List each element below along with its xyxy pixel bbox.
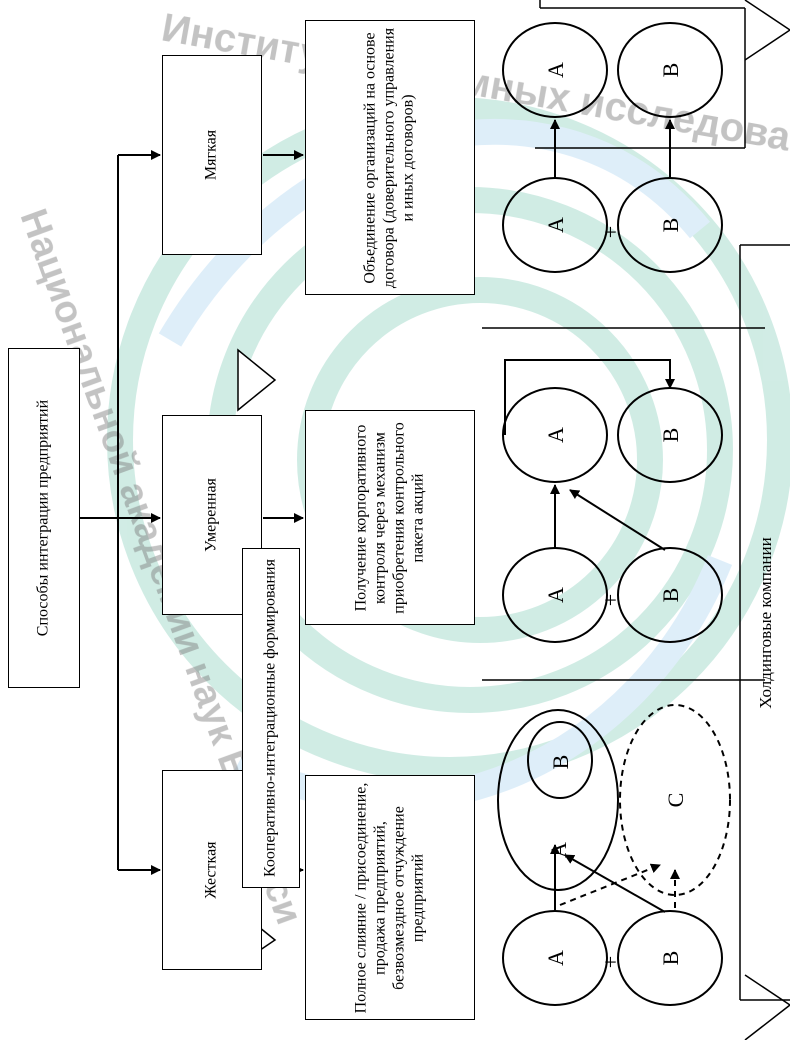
method-soft-label: Мягкая bbox=[202, 129, 220, 181]
circle-a-result bbox=[502, 22, 608, 118]
circle-b-source bbox=[617, 910, 723, 1006]
label-b: В bbox=[658, 951, 683, 966]
label-b: В bbox=[658, 218, 683, 233]
soft-scheme bbox=[502, 0, 746, 273]
arrow-control-link bbox=[504, 359, 675, 435]
label-a: А bbox=[543, 587, 568, 603]
contract-bracket bbox=[535, 0, 745, 149]
description-moderate-text: Получение корпоративного контроля через … bbox=[352, 421, 426, 614]
method-moderate-label: Умеренная bbox=[202, 478, 220, 552]
cooperative-banner: Кооперативно-интеграционные формирования bbox=[242, 548, 300, 888]
holding-banner: Холдинговые компании bbox=[742, 245, 790, 1000]
label-a: А bbox=[543, 217, 568, 233]
holding-banner-label: Холдинговые компании bbox=[755, 536, 775, 709]
holding-banner-tail-bottom bbox=[744, 974, 790, 1040]
arrow-a-dashed bbox=[559, 863, 661, 906]
circle-a-source bbox=[502, 910, 608, 1006]
circle-c-dashed bbox=[619, 704, 731, 896]
circle-b-absorbed bbox=[527, 721, 593, 799]
label-c: С bbox=[663, 793, 688, 808]
label-a: А bbox=[543, 950, 568, 966]
root-box: Способы интеграции предприятий bbox=[8, 348, 80, 688]
circle-a-merged bbox=[497, 709, 619, 891]
label-plus: + bbox=[598, 226, 623, 238]
cooperative-banner-tail-top bbox=[237, 348, 277, 412]
moderate-scheme bbox=[502, 359, 723, 643]
arrow-b-to-a bbox=[569, 489, 666, 551]
circle-b-result bbox=[617, 22, 723, 118]
method-hard-label: Жесткая bbox=[202, 841, 220, 899]
root-label: Способы интеграции предприятий bbox=[34, 399, 52, 637]
label-plus: + bbox=[598, 956, 623, 968]
label-a: А bbox=[546, 842, 571, 858]
hard-scheme bbox=[497, 704, 731, 1006]
label-a: А bbox=[543, 62, 568, 78]
method-soft-box: Мягкая bbox=[162, 55, 262, 255]
description-hard-box: Полное слияние / присоединение, продажа … bbox=[305, 775, 475, 1020]
label-a: А bbox=[543, 427, 568, 443]
description-hard-text: Полное слияние / присоединение, продажа … bbox=[352, 782, 426, 1013]
holding-banner-tail-top bbox=[744, 0, 790, 61]
circle-a-result bbox=[502, 387, 608, 483]
description-soft-box: Объединение организаций на основе догово… bbox=[305, 20, 475, 295]
description-soft-text: Объединение организаций на основе догово… bbox=[361, 27, 417, 288]
label-b: В bbox=[658, 63, 683, 78]
cooperative-banner-label: Кооперативно-интеграционные формирования bbox=[261, 559, 279, 877]
label-b: В bbox=[658, 588, 683, 603]
label-plus: + bbox=[598, 594, 623, 606]
description-moderate-box: Получение корпоративного контроля через … bbox=[305, 410, 475, 625]
circle-b-source bbox=[617, 547, 723, 643]
label-b: В bbox=[658, 428, 683, 443]
label-b: В bbox=[548, 755, 573, 770]
